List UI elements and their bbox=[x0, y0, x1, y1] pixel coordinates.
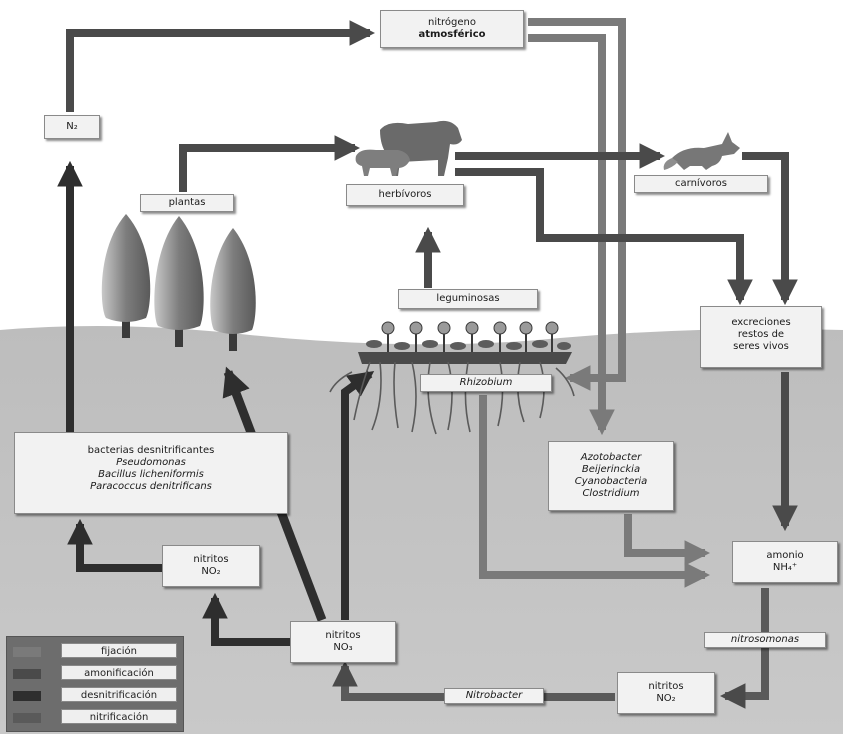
node-atmospheric-nitrogen: nitrógeno atmosférico bbox=[380, 10, 524, 48]
node-ammonium: amonio NH₄⁺ bbox=[732, 541, 838, 583]
legend-item-fixation: fijación bbox=[13, 643, 179, 659]
pig-icon bbox=[355, 149, 410, 176]
tree-icon bbox=[210, 228, 256, 351]
legend-swatch bbox=[13, 691, 41, 701]
node-nitrates: nitritos NO₃ bbox=[290, 621, 396, 663]
arrow-nitrates-to-legumes bbox=[341, 370, 375, 620]
node-nitrobacter: Nitrobacter bbox=[444, 688, 544, 704]
arrow-atmosphere-to-rhizobium bbox=[528, 18, 626, 391]
legend-item-denitrification: desnitrificación bbox=[13, 687, 179, 703]
legend-item-ammonification: amonificación bbox=[13, 665, 179, 681]
fox-icon bbox=[663, 132, 740, 170]
node-plants: plantas bbox=[140, 194, 234, 212]
node-legumes: leguminosas bbox=[398, 289, 538, 309]
node-n2: N₂ bbox=[44, 115, 100, 139]
node-excretions: excreciones restos de seres vivos bbox=[700, 306, 822, 368]
node-herbivores: herbívoros bbox=[346, 184, 464, 206]
node-carnivores: carnívoros bbox=[634, 175, 768, 193]
legend: fijación amonificación desnitrificación … bbox=[6, 636, 184, 732]
node-nitrites-right: nitritos NO₂ bbox=[617, 672, 715, 714]
arrow-fixers-to-ammonium bbox=[624, 514, 711, 566]
legend-swatch bbox=[13, 647, 41, 657]
legend-swatch bbox=[13, 669, 41, 679]
legend-swatch bbox=[13, 713, 41, 723]
node-nitrites-left: nitritos NO₂ bbox=[162, 545, 260, 587]
tree-icon bbox=[154, 216, 204, 347]
cow-icon bbox=[380, 120, 462, 176]
arrow-plants-to-herbivores bbox=[179, 135, 361, 192]
tree-icon bbox=[101, 214, 151, 338]
arrow-nitrites-to-denitrifying bbox=[67, 518, 162, 572]
arrow-carnivores-to-excretions bbox=[742, 152, 798, 306]
arrow-rhizobium-to-ammonium bbox=[479, 395, 711, 588]
node-nitrogen-fixers: Azotobacter Beijerinckia Cyanobacteria C… bbox=[548, 441, 674, 511]
arrow-herbivores-to-excretions bbox=[455, 168, 753, 306]
node-nitrosomonas: nitrosomonas bbox=[704, 632, 826, 648]
arrow-ammonium-to-nitrites bbox=[719, 588, 769, 709]
legend-item-nitrification: nitrificación bbox=[13, 709, 179, 725]
soil-area bbox=[0, 326, 843, 734]
node-rhizobium: Rhizobium bbox=[420, 374, 552, 392]
arrow-atmosphere-to-fixers bbox=[528, 34, 615, 436]
arrow-n2-to-atmosphere bbox=[66, 20, 376, 112]
arrow-nitrates-to-nitrites bbox=[202, 592, 290, 646]
node-denitrifying-bacteria: bacterias desnitrificantes Pseudomonas B… bbox=[14, 432, 288, 514]
